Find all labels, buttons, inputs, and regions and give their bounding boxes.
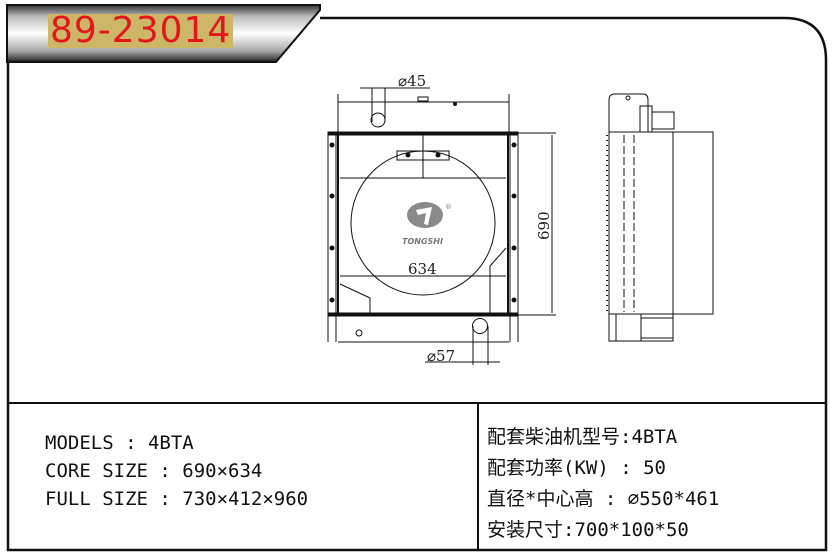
spec-fan-diameter-center: 直径*中心高 : ⌀550*461	[487, 488, 720, 510]
inlet-diameter-label: ⌀45	[398, 72, 426, 90]
spec-core-size: CORE SIZE : 690×634	[45, 460, 263, 482]
spec-mounting-size: 安装尺寸:700*100*50	[487, 519, 689, 541]
part-number-title: 89-23014	[48, 10, 234, 51]
front-view-drawing	[327, 87, 556, 365]
svg-text:®: ®	[445, 203, 452, 211]
spec-power: 配套功率(KW) : 50	[487, 457, 666, 479]
spec-models: MODELS : 4BTA	[45, 432, 194, 454]
outlet-diameter-label: ⌀57	[427, 347, 455, 365]
spec-full-size: FULL SIZE : 730×412×960	[45, 488, 309, 510]
side-view-drawing	[606, 93, 714, 342]
core-width-label: 634	[408, 260, 437, 278]
outer-border	[6, 16, 828, 552]
logo-icon: ® TONGSHI	[402, 202, 452, 246]
svg-text:TONGSHI: TONGSHI	[402, 237, 443, 246]
core-height-label: 690	[535, 211, 553, 240]
spec-engine-model: 配套柴油机型号:4BTA	[487, 426, 678, 448]
